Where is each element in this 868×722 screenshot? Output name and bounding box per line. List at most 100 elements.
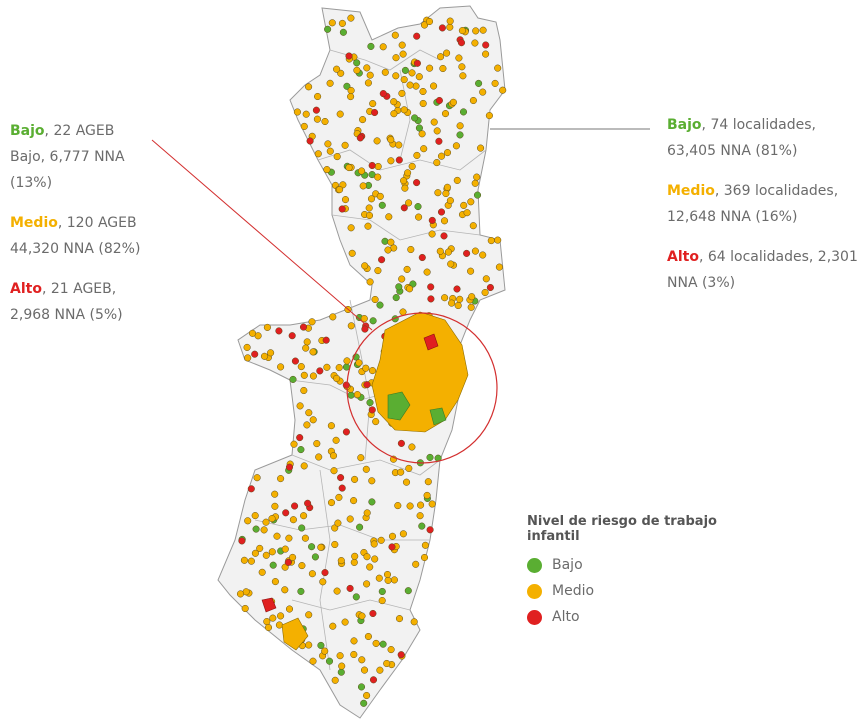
locality-point-medio — [358, 656, 366, 664]
locality-point-bajo — [252, 525, 260, 533]
locality-point-medio — [441, 294, 449, 302]
locality-point-alto — [427, 295, 435, 303]
loc-medio-label: Medio — [667, 183, 715, 199]
locality-point-medio — [368, 367, 377, 375]
locality-point-medio — [367, 195, 376, 203]
locality-point-medio — [423, 268, 431, 276]
locality-point-alto — [435, 137, 443, 145]
locality-point-medio — [387, 157, 395, 165]
locality-point-medio — [332, 436, 340, 444]
locality-point-medio — [365, 204, 373, 212]
locality-point-medio — [485, 112, 493, 120]
locality-point-medio — [333, 374, 341, 382]
locality-point-medio — [419, 99, 427, 108]
locality-point-medio — [406, 81, 414, 89]
locality-point-medio — [430, 118, 438, 126]
alto-dot-icon — [527, 609, 542, 625]
locality-point-medio — [413, 151, 421, 159]
locality-point-bajo — [378, 587, 386, 596]
locality-point-medio — [479, 88, 487, 96]
bajo-dot-icon — [527, 557, 542, 573]
locality-point-medio — [421, 541, 429, 549]
locality-point-alto — [288, 332, 296, 340]
urban-area-bajo-2 — [429, 407, 447, 426]
locality-point-medio — [347, 224, 355, 232]
locality-point-medio — [456, 295, 464, 303]
locality-point-bajo — [459, 108, 468, 116]
locality-point-medio — [439, 64, 447, 73]
locality-point-medio — [372, 639, 380, 647]
locality-point-medio — [285, 534, 293, 542]
locality-point-bajo — [297, 446, 305, 454]
locality-point-alto — [368, 406, 376, 414]
locality-point-bajo — [352, 593, 360, 601]
locality-point-bajo — [325, 657, 334, 665]
locality-point-bajo — [366, 399, 374, 407]
locality-point-medio — [343, 357, 351, 365]
locality-point-medio — [383, 570, 392, 579]
locality-point-medio — [363, 580, 371, 588]
locality-point-medio — [269, 614, 277, 622]
locality-point-medio — [374, 267, 382, 275]
locality-point-medio — [383, 659, 391, 668]
locality-point-medio — [390, 110, 398, 118]
locality-point-bajo — [376, 301, 384, 309]
locality-point-alto — [312, 106, 320, 114]
locality-point-medio — [281, 545, 289, 553]
locality-point-medio — [241, 604, 249, 613]
locality-point-alto — [397, 439, 405, 447]
locality-point-medio — [433, 159, 441, 167]
locality-point-medio — [335, 493, 343, 501]
locality-point-alto — [486, 283, 494, 292]
locality-point-alto — [316, 367, 324, 375]
locality-point-bajo — [395, 283, 403, 291]
locality-point-alto — [363, 381, 371, 389]
locality-point-medio — [446, 197, 454, 205]
locality-point-alto — [338, 205, 346, 213]
locality-point-medio — [341, 618, 349, 626]
locality-point-medio — [305, 611, 313, 619]
locality-point-medio — [347, 86, 355, 95]
locality-point-medio — [359, 116, 367, 124]
locality-point-alto — [304, 499, 312, 507]
ageb-alto-text: , 21 AGEB, 2,968 NNA (5%) — [10, 281, 123, 323]
locality-point-medio — [360, 315, 368, 323]
locality-point-medio — [277, 612, 285, 620]
locality-point-medio — [258, 568, 266, 576]
locality-point-medio — [419, 87, 427, 96]
locality-point-medio — [267, 349, 275, 357]
locality-point-medio — [329, 452, 338, 460]
locality-point-medio — [448, 299, 456, 307]
locality-point-medio — [341, 196, 350, 204]
locality-point-medio — [351, 552, 359, 560]
locality-point-medio — [319, 578, 327, 586]
locality-point-alto — [371, 108, 379, 117]
locality-point-medio — [472, 27, 480, 35]
locality-point-medio — [364, 79, 372, 87]
locality-point-medio — [360, 666, 369, 674]
locality-point-medio — [482, 50, 490, 58]
locality-point-medio — [309, 372, 317, 380]
locality-point-bajo — [368, 498, 376, 506]
locality-point-medio — [416, 512, 424, 520]
locality-point-medio — [333, 153, 341, 161]
locality-point-alto — [285, 463, 294, 471]
locality-point-alto — [369, 676, 378, 684]
loc-medio-text: , 369 localidades, 12,648 NNA (16%) — [667, 183, 839, 225]
locality-point-medio — [436, 247, 444, 255]
legend-label-alto: Alto — [552, 609, 580, 625]
locality-point-medio — [339, 181, 347, 189]
locality-point-medio — [347, 322, 355, 330]
locality-point-medio — [405, 464, 413, 472]
locality-point-bajo — [411, 114, 419, 122]
urban-area-alto — [423, 333, 439, 351]
locality-point-medio — [428, 230, 436, 238]
locality-point-medio — [463, 209, 471, 217]
locality-point-medio — [417, 501, 425, 509]
locality-point-medio — [404, 169, 412, 177]
locality-point-medio — [390, 576, 398, 584]
urban-area-bajo — [387, 391, 411, 421]
locality-point-alto — [291, 502, 299, 510]
locality-point-medio — [388, 532, 397, 540]
locality-point-medio — [477, 144, 485, 152]
